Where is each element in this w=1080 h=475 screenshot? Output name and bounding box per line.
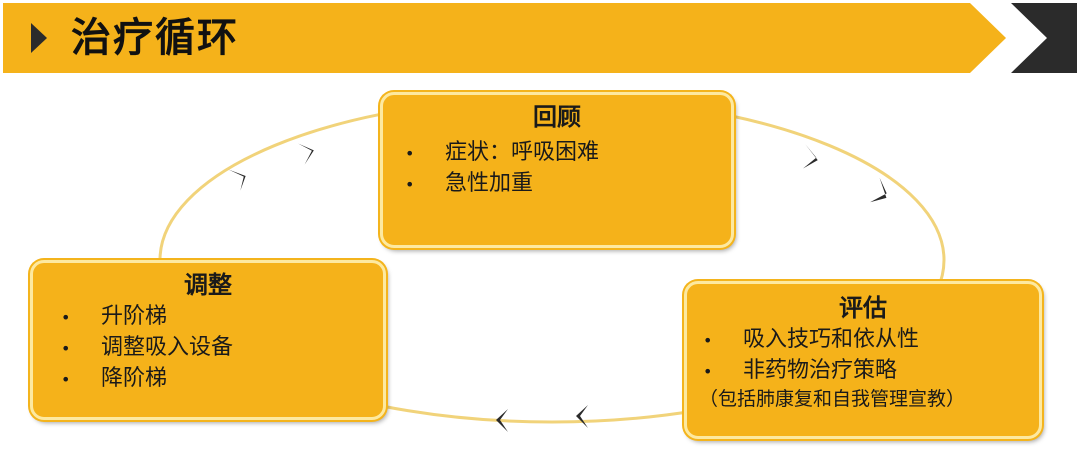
list-item: •升阶梯: [61, 301, 383, 332]
assess-box: 评估 •吸入技巧和依从性 •非药物治疗策略 （包括肺康复和自我管理宣教）: [684, 281, 1042, 439]
assess-title: 评估: [839, 294, 887, 322]
cycle-arrow-icon: [576, 405, 588, 428]
cycle-arrow-icon: [228, 169, 246, 191]
banner-shape: [3, 3, 1077, 73]
list-item: •吸入技巧和依从性: [703, 324, 1039, 355]
list-item: •急性加重: [405, 168, 731, 199]
adjust-box: 调整 •升阶梯 •调整吸入设备 •降阶梯: [30, 260, 386, 420]
assess-note: （包括肺康复和自我管理宣教）: [699, 388, 966, 410]
review-title: 回顾: [533, 103, 581, 131]
bullet-icon: •: [405, 144, 415, 163]
bullet-icon: •: [61, 339, 71, 358]
list-item: •调整吸入设备: [61, 332, 383, 363]
list-item: •症状：呼吸困难: [405, 137, 731, 168]
adjust-title: 调整: [184, 271, 232, 299]
bullet-icon: •: [61, 370, 71, 389]
page-title: 治疗循环: [71, 15, 239, 61]
header-banner: 治疗循环: [3, 3, 1077, 73]
cycle-arrow-icon: [496, 409, 508, 432]
adjust-list: •升阶梯 •调整吸入设备 •降阶梯: [61, 301, 383, 394]
bullet-icon: •: [703, 331, 713, 350]
bullet-icon: •: [61, 308, 71, 327]
assess-list: •吸入技巧和依从性 •非药物治疗策略: [703, 324, 1039, 386]
bullet-icon: •: [405, 175, 415, 194]
cycle-arrow-icon: [298, 143, 314, 165]
cycle-arrow-icon: [870, 177, 887, 203]
list-item: •非药物治疗策略: [703, 355, 1039, 386]
list-item: •降阶梯: [61, 363, 383, 394]
review-list: •症状：呼吸困难 •急性加重: [405, 137, 731, 199]
review-box: 回顾 •症状：呼吸困难 •急性加重: [380, 92, 734, 248]
cycle-arrow-icon: [803, 144, 818, 169]
bullet-icon: •: [703, 362, 713, 381]
play-arrow-icon: [31, 23, 47, 53]
